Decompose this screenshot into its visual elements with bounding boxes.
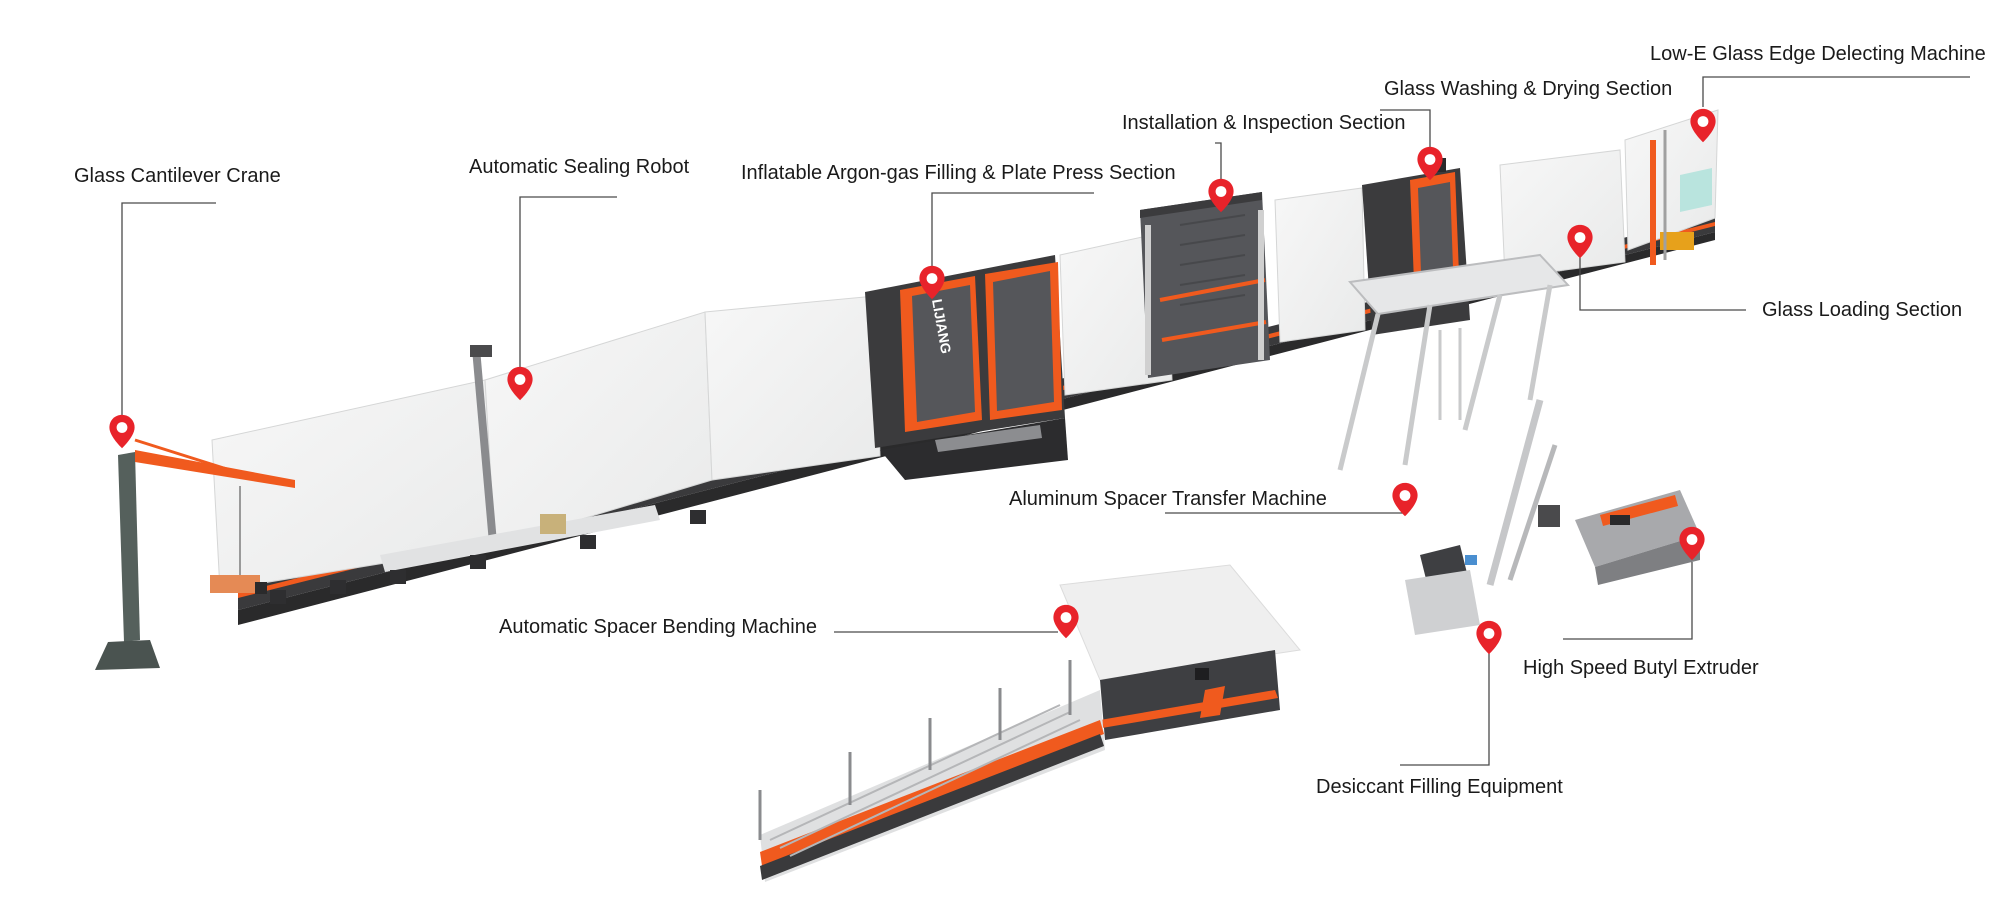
lowe-machine: [1650, 130, 1694, 265]
argon-press-machine: LIJIANG: [865, 255, 1068, 480]
label-glass-washing-drying: Glass Washing & Drying Section: [1384, 78, 1673, 100]
map-pin-icon[interactable]: [1053, 604, 1079, 639]
label-glass-cantilever-crane: Glass Cantilever Crane: [74, 165, 281, 187]
leader-lowe: [1702, 76, 1970, 107]
label-aluminum-spacer-transfer: Aluminum Spacer Transfer Machine: [1009, 488, 1327, 510]
label-lowe-edge-delecting: Low-E Glass Edge Delecting Machine: [1650, 43, 1986, 65]
map-pin-icon[interactable]: [1392, 482, 1418, 517]
leader-lines: [121, 76, 1970, 766]
spacer-bending-machine: [758, 564, 1301, 882]
label-automatic-spacer-bending: Automatic Spacer Bending Machine: [499, 616, 817, 638]
map-pin-icon[interactable]: [109, 414, 135, 449]
glass-panels: [211, 109, 1719, 591]
label-installation-inspection: Installation & Inspection Section: [1122, 112, 1406, 134]
leader-argon: [931, 192, 1094, 267]
label-glass-loading-section: Glass Loading Section: [1762, 299, 1963, 321]
sealing-robot: [270, 345, 706, 604]
leader-sealing: [519, 196, 617, 372]
leader-inspection: [1215, 142, 1222, 183]
leader-butyl: [1563, 562, 1693, 640]
leader-loading: [1579, 241, 1746, 311]
label-high-speed-butyl-extruder: High Speed Butyl Extruder: [1523, 657, 1759, 679]
cantilever-crane: [95, 438, 295, 670]
desiccant-filler: [1405, 399, 1560, 635]
label-argon-filling-plate-press: Inflatable Argon-gas Filling & Plate Pre…: [741, 162, 1176, 184]
map-pin-icon[interactable]: [1476, 620, 1502, 655]
spacer-transfer-frame: [1337, 253, 1571, 471]
leader-crane: [121, 202, 216, 418]
leader-transfer: [1165, 510, 1406, 514]
label-desiccant-filling: Desiccant Filling Equipment: [1316, 776, 1563, 798]
label-automatic-sealing-robot: Automatic Sealing Robot: [469, 156, 690, 178]
leader-washing: [1380, 109, 1431, 149]
leader-desiccant: [1400, 652, 1490, 766]
inspection-machine: [1140, 192, 1270, 378]
butyl-extruder: [1575, 490, 1700, 585]
